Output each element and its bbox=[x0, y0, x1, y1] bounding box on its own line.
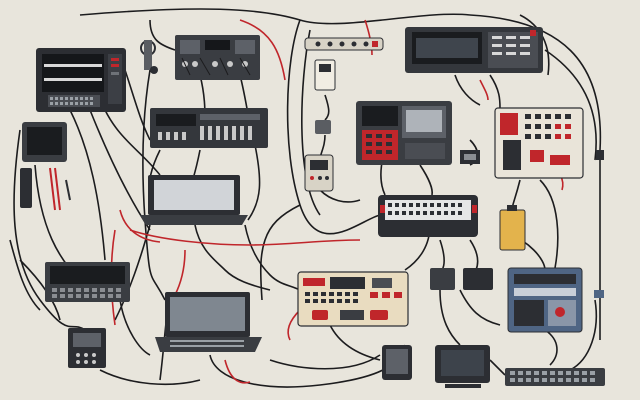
center-control-unit bbox=[356, 101, 452, 165]
bottom-right-keyboard bbox=[505, 368, 605, 386]
hanging-sensors bbox=[304, 59, 336, 192]
left-coils bbox=[20, 167, 71, 211]
left-terminal bbox=[45, 262, 130, 302]
top-center-rack bbox=[175, 35, 260, 80]
top-left-monitor bbox=[36, 48, 126, 112]
bottom-left-controller bbox=[68, 328, 106, 368]
adapter-boxes bbox=[430, 268, 493, 290]
control-panel-beige bbox=[297, 271, 409, 327]
small-junction-box bbox=[460, 150, 480, 164]
rack-amplifier bbox=[150, 108, 268, 148]
right-keypad-panel bbox=[494, 107, 584, 179]
lab-stand bbox=[140, 40, 158, 74]
right-pole bbox=[594, 150, 604, 298]
blue-rack-unit bbox=[507, 267, 583, 333]
top-strip-device bbox=[304, 37, 384, 51]
bottom-laptop bbox=[155, 292, 262, 352]
yellow-battery bbox=[499, 205, 526, 251]
left-tablet bbox=[22, 122, 67, 162]
center-laptop bbox=[140, 175, 248, 225]
bottom-monitor-small bbox=[435, 345, 490, 388]
keyboard-console bbox=[378, 195, 478, 237]
bottom-tablet-left bbox=[382, 345, 412, 380]
top-right-console bbox=[405, 27, 543, 73]
